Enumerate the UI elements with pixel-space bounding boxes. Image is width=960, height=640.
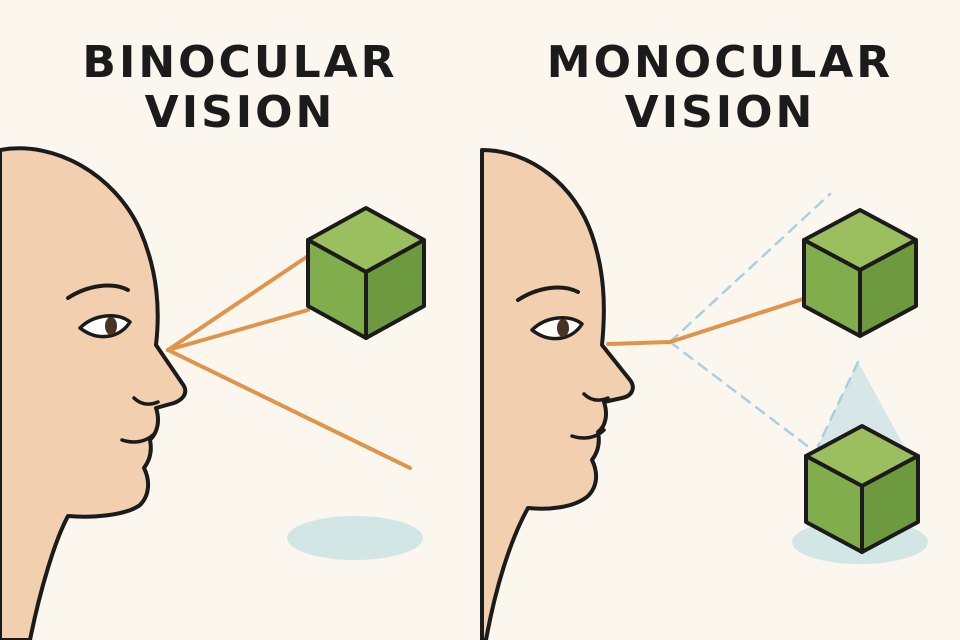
sight-line: [606, 296, 808, 346]
mouth: [120, 432, 156, 444]
sight-line-upper: [166, 254, 310, 352]
cube-right-face: [364, 238, 426, 340]
binocular-title-line2: VISION: [144, 87, 336, 138]
eye-pupil: [557, 319, 569, 337]
nostril: [582, 392, 610, 402]
eye-outline: [78, 314, 132, 339]
monocular-title-line2: VISION: [624, 87, 816, 138]
cube-icon-top: [802, 208, 918, 338]
eye-outline: [530, 316, 584, 341]
mouth: [570, 428, 606, 440]
cube-icon-bottom: [804, 424, 920, 554]
eyebrow: [66, 283, 130, 300]
face-profile-icon: [480, 148, 635, 640]
monocular-panel: [480, 148, 928, 640]
face-profile-icon: [0, 146, 188, 640]
cube-icon: [306, 206, 426, 340]
dashed-view-lines: [668, 192, 860, 450]
dashed-line-lower: [668, 340, 812, 450]
eye-pupil: [105, 317, 117, 335]
sight-line-middle: [166, 308, 310, 352]
dashed-line-upper: [668, 192, 832, 344]
light-cone: [818, 362, 904, 446]
binocular-panel: [0, 146, 426, 640]
ground-shadow: [287, 516, 423, 560]
cube-right-face: [858, 238, 918, 338]
eyebrow: [516, 285, 580, 302]
monocular-title: MONOCULAR VISION: [480, 38, 960, 138]
binocular-title: BINOCULAR VISION: [0, 38, 480, 138]
nostril: [132, 396, 160, 406]
dashed-line-cone: [816, 360, 860, 448]
sight-lines: [166, 254, 412, 470]
monocular-title-line1: MONOCULAR: [546, 37, 894, 88]
binocular-title-line1: BINOCULAR: [82, 37, 398, 88]
cube-right-face: [860, 454, 920, 554]
sight-line-lower: [166, 348, 412, 470]
